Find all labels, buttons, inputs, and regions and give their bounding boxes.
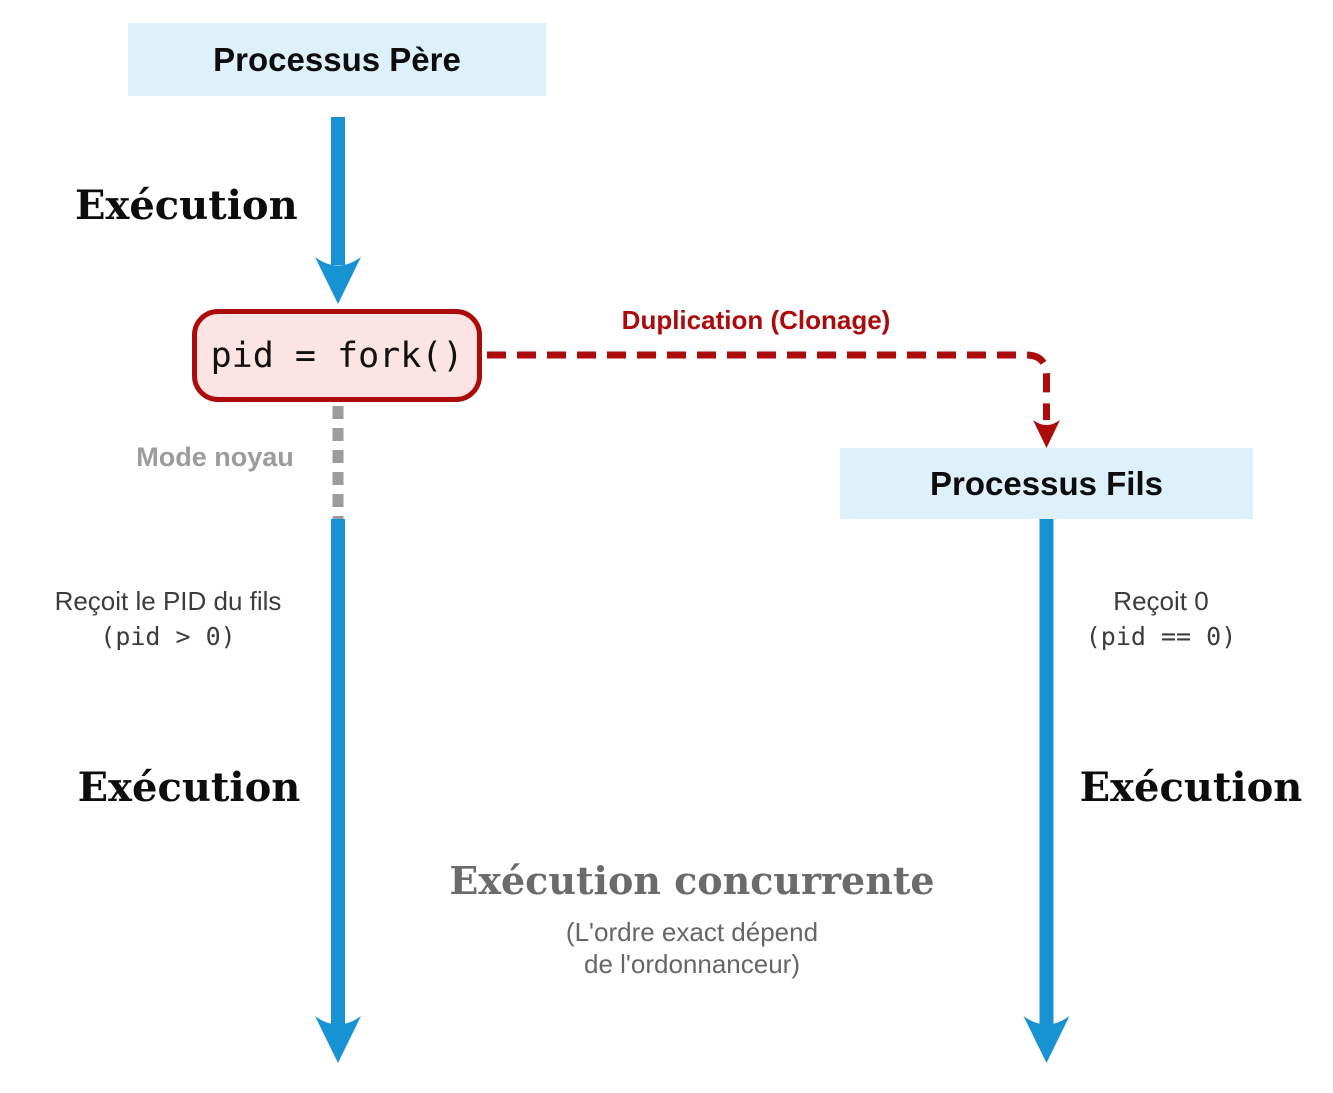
child-return-text: Reçoit 0	[1113, 586, 1209, 616]
parent-exec-arrow-top-icon	[315, 117, 361, 304]
execution-label-child: Exécution	[1079, 764, 1303, 811]
scheduler-note-line1: (L'ordre exact dépend	[565, 917, 819, 947]
fork-call-box: pid = fork()	[192, 309, 482, 402]
concurrent-execution-title: Exécution concurrente	[449, 858, 935, 903]
duplication-label: Duplication (Clonage)	[621, 305, 891, 335]
concurrent-execution-note: Exécution concurrente (L'ordre exact dép…	[449, 858, 934, 980]
execution-label-parent-bottom: Exécution	[77, 764, 301, 811]
child-return-code: (pid == 0)	[1085, 622, 1237, 651]
execution-label-parent-top: Exécution	[75, 182, 298, 229]
parent-process-box: Processus Père	[128, 23, 546, 96]
child-process-box: Processus Fils	[840, 448, 1253, 519]
scheduler-note-line2: de l'ordonnanceur)	[584, 948, 800, 979]
parent-return-text: Reçoit le PID du fils	[54, 586, 282, 616]
parent-return-value-note: Reçoit le PID du fils (pid > 0)	[55, 586, 282, 651]
kernel-mode-label: Mode noyau	[136, 442, 294, 472]
child-exec-arrow-icon	[1023, 519, 1070, 1063]
parent-return-code: (pid > 0)	[100, 622, 236, 651]
child-process-label: Processus Fils	[930, 464, 1163, 502]
duplication-dashed-arrow-icon	[487, 351, 1060, 448]
parent-exec-arrow-bottom-icon	[315, 519, 361, 1063]
child-return-value-note: Reçoit 0 (pid == 0)	[1086, 586, 1237, 651]
parent-process-label: Processus Père	[213, 40, 461, 78]
scheduler-note: (L'ordre exact dépend de l'ordonnanceur)	[449, 917, 934, 980]
fork-call-label: pid = fork()	[210, 335, 464, 376]
